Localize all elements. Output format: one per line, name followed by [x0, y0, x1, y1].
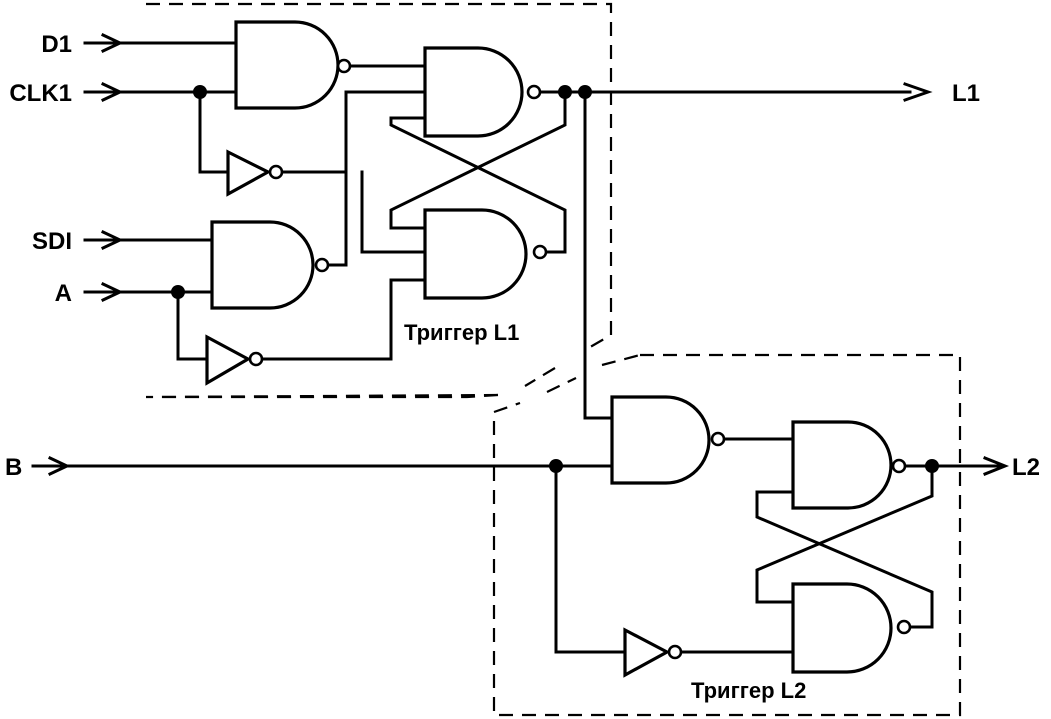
trigger-l2-wires — [31, 437, 1002, 654]
input-label-sdi: SDI — [32, 228, 72, 255]
output-arrows — [903, 82, 1010, 476]
inversion-bubble — [268, 164, 284, 180]
block-title-trigger-l1: Триггер L1 — [404, 320, 519, 345]
inversion-bubble — [667, 644, 683, 660]
inversion-bubble — [710, 431, 726, 447]
output-label-l1: L1 — [952, 80, 980, 107]
inversion-bubble — [532, 244, 548, 260]
latch-nand-gate-lower-l2 — [791, 582, 893, 674]
input-label-a: A — [55, 280, 72, 307]
inverter-clk1 — [226, 149, 272, 197]
inversion-bubble — [336, 58, 352, 74]
junction-dots — [171, 85, 939, 473]
input-label-clk1: CLK1 — [9, 80, 72, 107]
latch-nand-gate-upper-l1 — [423, 46, 524, 138]
inverter-b — [623, 627, 671, 678]
nand-gate-d1-clk1 — [234, 20, 340, 110]
inversion-bubble — [891, 458, 907, 474]
input-label-b: B — [5, 454, 22, 481]
trigger-l2-boundary — [492, 353, 962, 717]
output-label-l2: L2 — [1012, 454, 1040, 481]
nand-gate-sdi-a — [210, 220, 315, 310]
input-label-d1: D1 — [41, 31, 72, 58]
inversion-bubble — [896, 619, 912, 635]
inversion-bubble — [248, 351, 264, 367]
block-title-trigger-l2: Триггер L2 — [691, 678, 806, 703]
inversion-bubble — [314, 257, 330, 273]
input-arrows — [48, 33, 124, 476]
inverter-a — [205, 334, 252, 386]
latch-nand-gate-upper-l2 — [791, 420, 893, 510]
latch-nand-gate-lower-l1 — [423, 208, 528, 300]
inversion-bubble — [526, 84, 542, 100]
trigger-l1-boundary — [145, 2, 613, 399]
nand-gate-l1-b — [610, 395, 711, 485]
